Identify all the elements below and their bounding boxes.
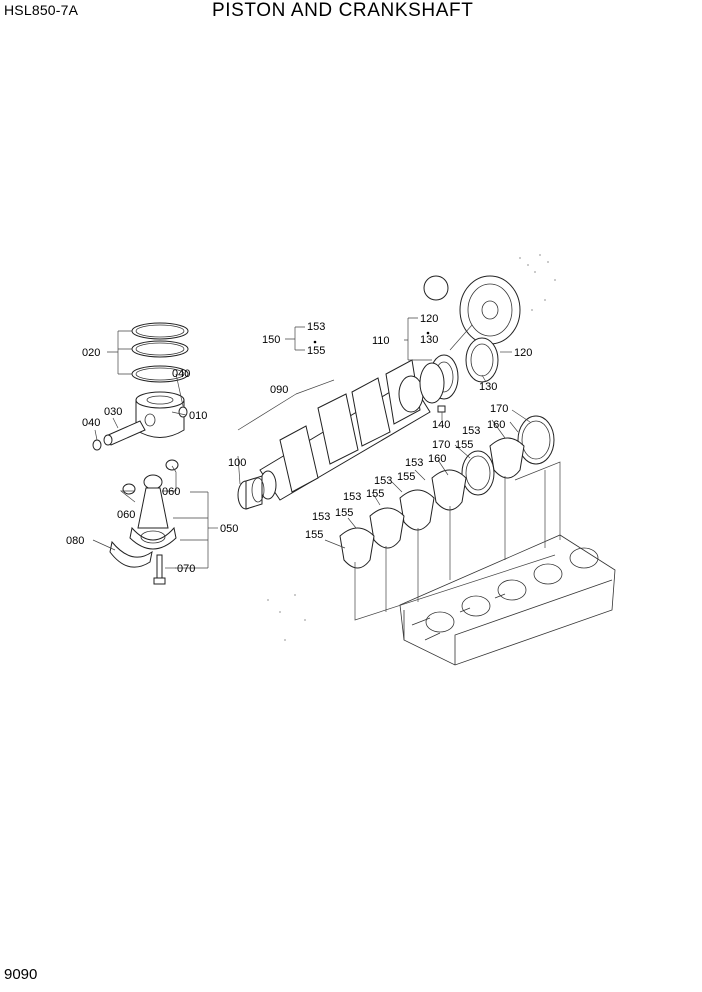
callout-080: 080 — [66, 535, 84, 547]
timing-gear — [423, 275, 521, 345]
callout-150: 150 — [262, 334, 280, 346]
callout-155-mid: 155 — [455, 439, 473, 451]
seal-ring — [465, 337, 499, 383]
callout-120-group: 120 — [420, 313, 438, 325]
callout-050: 050 — [220, 523, 238, 535]
callout-170-right: 170 — [490, 403, 508, 415]
callout-130-lower: 130 — [479, 381, 497, 393]
crankshaft-gear — [419, 354, 459, 404]
callout-155-center: 155 — [397, 471, 415, 483]
woodruff-key — [437, 405, 446, 413]
page-title: PISTON AND CRANKSHAFT — [212, 0, 474, 21]
callout-100: 100 — [228, 457, 246, 469]
callout-153-center: 153 — [374, 475, 392, 487]
snap-rings — [92, 406, 188, 451]
model-code: HSL850-7A — [4, 2, 79, 18]
callout-030: 030 — [104, 406, 122, 418]
rod-bearing — [109, 540, 153, 568]
callout-153-left: 153 — [343, 491, 361, 503]
crankshaft-sprocket — [237, 475, 265, 510]
callout-070: 070 — [177, 563, 195, 575]
callout-153-group-150: 153 — [307, 321, 325, 333]
callout-120-right: 120 — [514, 347, 532, 359]
callout-160-right: 160 — [487, 419, 505, 431]
callout-160-mid: 160 — [428, 453, 446, 465]
main-bearings — [339, 437, 525, 569]
callout-155-left: 155 — [366, 488, 384, 500]
small-end-bushings — [122, 459, 179, 495]
callout-153-mid: 153 — [405, 457, 423, 469]
callout-153-far-left: 153 — [312, 511, 330, 523]
callout-155-group-150: 155 — [307, 345, 325, 357]
callout-060-left: 060 — [117, 509, 135, 521]
crankshaft — [259, 359, 431, 501]
callout-010: 010 — [189, 410, 207, 422]
stipple-pattern — [267, 254, 556, 641]
callout-170-mid: 170 — [432, 439, 450, 451]
separator-dot — [426, 331, 430, 335]
callout-155-bottom: 155 — [305, 529, 323, 541]
thrust-washers — [461, 415, 555, 496]
page-number: 9090 — [4, 966, 38, 983]
callout-153-right: 153 — [462, 425, 480, 437]
callout-labels: 020 040 010 040 030 060 060 050 080 070 … — [66, 313, 532, 575]
leader-lines — [92, 317, 561, 621]
callout-020: 020 — [82, 347, 100, 359]
callout-130-group: 130 — [420, 334, 438, 346]
callout-110: 110 — [372, 335, 390, 347]
callout-090: 090 — [270, 384, 288, 396]
callout-140: 140 — [432, 419, 450, 431]
connecting-rod — [129, 474, 177, 550]
callout-155-far-left: 155 — [335, 507, 353, 519]
callout-040-upper: 040 — [172, 368, 190, 380]
separator-dot — [313, 340, 317, 344]
rod-bolt — [153, 554, 166, 585]
callout-040-lower: 040 — [82, 417, 100, 429]
engine-block-outline — [399, 534, 616, 666]
callout-060-right: 060 — [162, 486, 180, 498]
piston-pin — [103, 420, 146, 446]
